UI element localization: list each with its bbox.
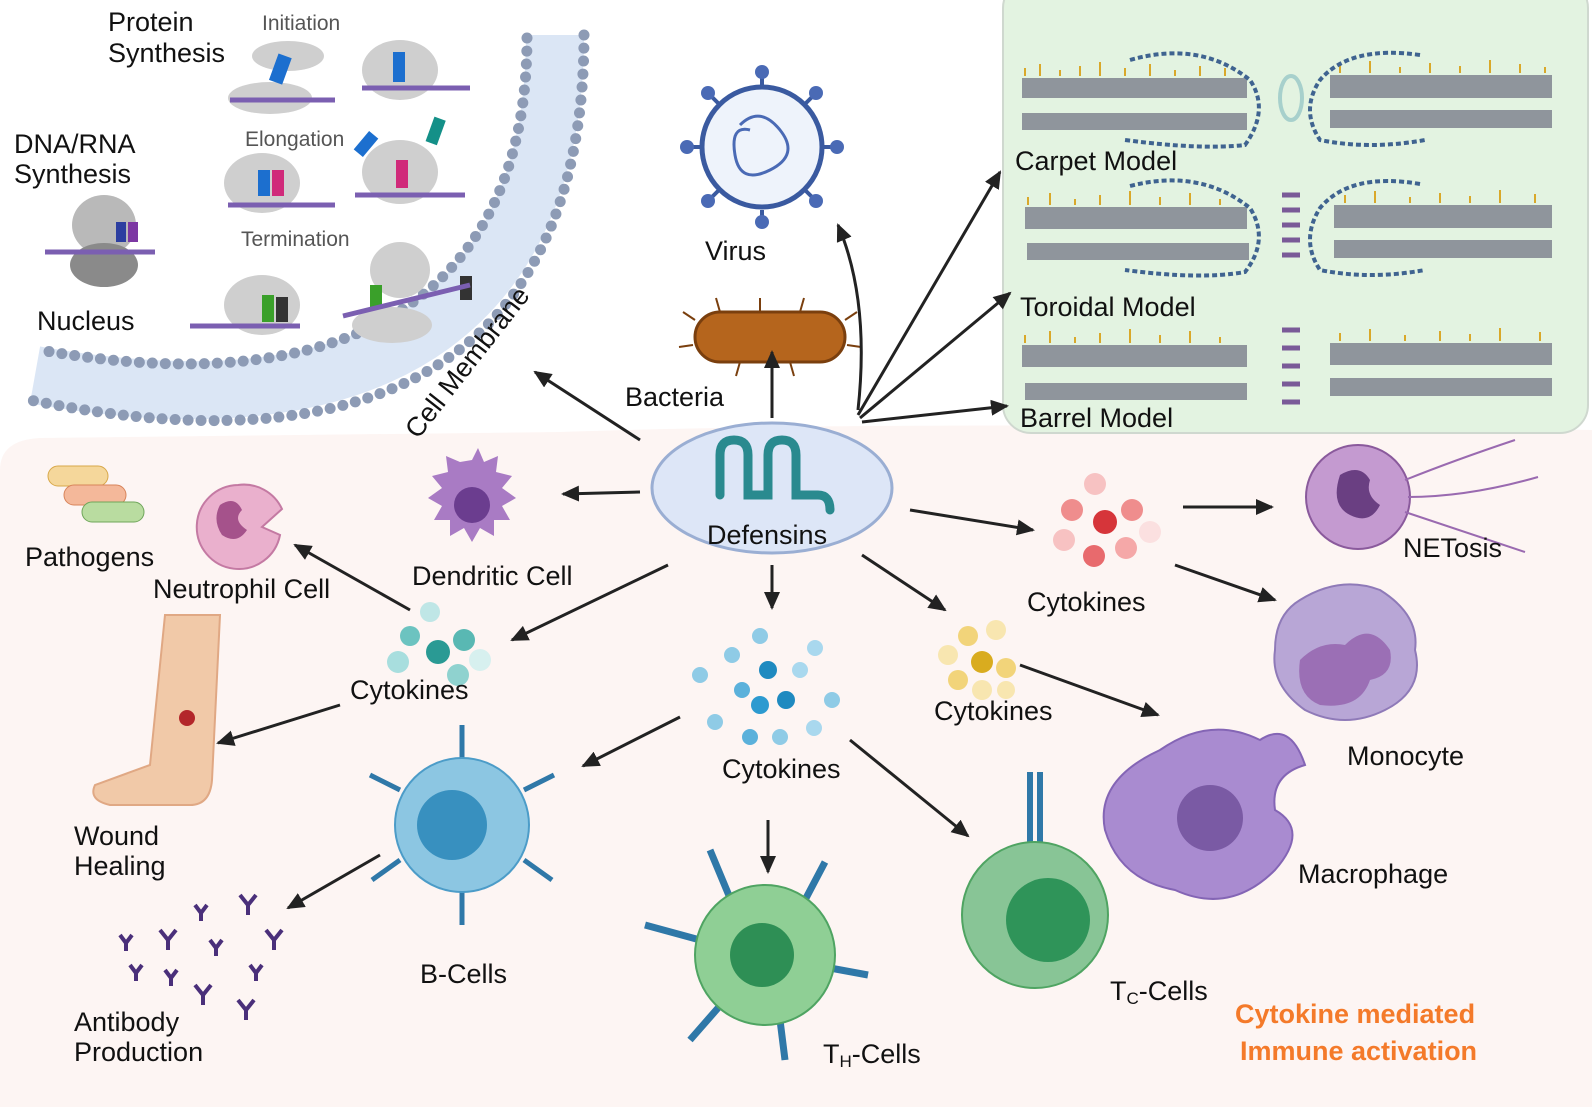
initiation-label: Initiation	[262, 12, 340, 35]
arrows	[216, 170, 1277, 910]
cytokines-yellow-icon	[938, 620, 1016, 700]
virus-label: Virus	[705, 236, 766, 266]
th-cells-label: TH-Cells	[823, 1039, 921, 1071]
cytokines-red-icon	[1053, 473, 1161, 567]
termination-label: Termination	[241, 228, 350, 251]
arrow-to-cytokines-red	[909, 508, 1035, 536]
macrophage-label: Macrophage	[1298, 859, 1448, 889]
nucleus-label: Nucleus	[37, 306, 135, 336]
th-cell-icon	[644, 848, 869, 1061]
arrow-to-monocyte	[1174, 563, 1277, 603]
immune-region-background	[0, 425, 1592, 1107]
ribosome-icon	[45, 40, 472, 343]
antibody-icon	[118, 893, 284, 1020]
elongation-label: Elongation	[245, 128, 344, 151]
arrow-to-neutrophil	[293, 543, 411, 612]
barrel-model-label: Barrel Model	[1020, 403, 1173, 433]
dna-rna-synthesis-label-2: Synthesis	[14, 159, 131, 189]
bacteria-icon	[678, 297, 862, 377]
neutrophil-cell-label: Neutrophil Cell	[153, 574, 330, 604]
peptide-coil-icon	[1124, 50, 1426, 278]
arrow-to-virus	[836, 223, 863, 411]
arrow-to-antibodies	[286, 853, 381, 910]
defensins-node	[650, 421, 894, 555]
tc-cells-label: TC-Cells	[1110, 976, 1208, 1008]
cytokine-note-line-2: Immune activation	[1240, 1036, 1477, 1066]
arrow-to-macrophage	[1019, 663, 1160, 718]
membrane-models-panel: Carpet Model Toroidal Model Barrel Model	[1002, 0, 1589, 434]
arrow-to-toroidal-model	[859, 291, 1012, 420]
cytokines-label-red: Cytokines	[1027, 587, 1146, 617]
toroidal-model-label: Toroidal Model	[1020, 292, 1196, 322]
dendritic-cell-label: Dendritic Cell	[412, 561, 573, 591]
arrow-to-cytokines-teal	[510, 563, 669, 642]
cytokines-blue-icon	[692, 628, 840, 745]
tc-cells-label-rest: -Cells	[1139, 976, 1208, 1006]
monocyte-label: Monocyte	[1347, 741, 1464, 771]
dna-rna-synthesis-label-1: DNA/RNA	[14, 129, 136, 159]
pathogens-label: Pathogens	[25, 542, 154, 572]
arrow-to-cell-membrane	[533, 370, 641, 442]
b-cell-icon	[368, 725, 556, 925]
neutrophil-cell-icon	[195, 483, 284, 570]
arrow-to-cytokines-yellow	[861, 553, 947, 612]
tc-cells-label-main: T	[1110, 976, 1127, 1006]
helix-peptide-icon	[1282, 192, 1300, 405]
macrophage-icon	[1102, 728, 1307, 900]
virus-icon	[680, 65, 844, 229]
cytokines-label-teal: Cytokines	[350, 675, 469, 705]
arrow-to-b-cells	[581, 715, 681, 768]
cytokine-note-line-1: Cytokine mediated	[1235, 999, 1475, 1029]
wound-healing-label-1: Wound	[74, 821, 159, 851]
tc-cell-icon	[961, 772, 1109, 989]
lipid-bilayer-icon	[1022, 75, 1552, 400]
arrow-to-wound-healing	[216, 703, 341, 746]
th-cells-label-main: T	[823, 1039, 840, 1069]
defensin-peptide-icon	[715, 435, 835, 515]
cytokines-label-yellow: Cytokines	[934, 696, 1053, 726]
defensins-label: Defensins	[707, 520, 827, 550]
th-cells-label-subscript: H	[840, 1052, 852, 1071]
netosis-icon	[1305, 439, 1539, 553]
arrow-to-carpet-model	[856, 170, 1002, 416]
protein-synthesis-label-2: Synthesis	[108, 38, 225, 68]
cytokines-teal-icon	[387, 602, 491, 686]
tc-cells-label-subscript: C	[1127, 989, 1139, 1008]
pore-icon	[1278, 74, 1304, 122]
arrow-to-tc-cells	[849, 738, 970, 838]
glycan-icon	[1024, 60, 1546, 343]
arrow-to-barrel-model	[861, 399, 1009, 424]
carpet-model-label: Carpet Model	[1015, 146, 1177, 176]
b-cells-label: B-Cells	[420, 959, 507, 989]
dendritic-cell-icon	[428, 448, 516, 542]
th-cells-label-rest: -Cells	[852, 1039, 921, 1069]
cytokines-label-blue: Cytokines	[722, 754, 841, 784]
wound-healing-label-2: Healing	[74, 851, 166, 881]
bacteria-label: Bacteria	[625, 382, 725, 412]
monocyte-icon	[1273, 583, 1418, 721]
antibody-production-label-1: Antibody	[74, 1007, 180, 1037]
protein-synthesis-label-1: Protein	[108, 7, 194, 37]
wound-leg-icon	[92, 614, 222, 806]
arrow-to-dendritic-cell	[561, 485, 641, 502]
antibody-production-label-2: Production	[74, 1037, 203, 1067]
netosis-label: NETosis	[1403, 533, 1502, 563]
pathogens-icon	[47, 465, 145, 523]
